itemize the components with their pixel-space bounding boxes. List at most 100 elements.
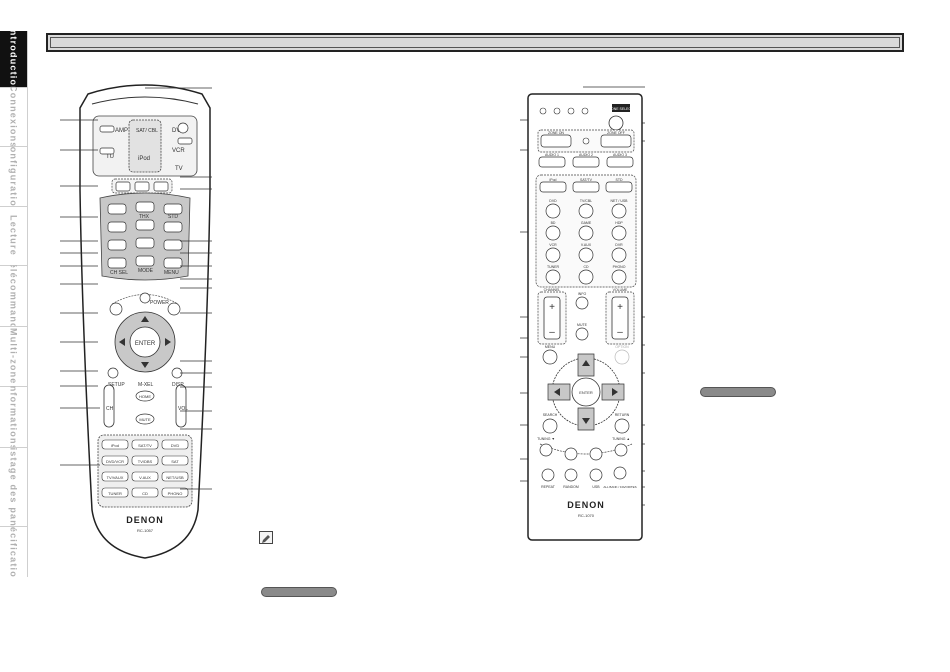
audio3-button[interactable] [606, 156, 634, 168]
key-c-button[interactable] [163, 203, 183, 215]
vol-rocker[interactable] [175, 384, 187, 428]
input-vaux-button[interactable] [131, 471, 159, 482]
on-button[interactable] [109, 302, 123, 316]
return-button[interactable] [614, 418, 630, 434]
key-g-button[interactable] [107, 239, 127, 251]
tab-depistage[interactable]: Dépistage des pannes [0, 447, 27, 527]
input-netusb-button[interactable] [161, 471, 189, 482]
amp-button[interactable] [99, 125, 115, 133]
audio2-label: AUDIO 2 [579, 153, 593, 157]
tab-label: Multi-zone [8, 327, 19, 385]
vol-plus-icon: + [617, 302, 623, 313]
input-phono-button[interactable] [161, 487, 189, 498]
preset-2-button[interactable] [134, 181, 150, 192]
audio2-button[interactable] [572, 156, 600, 168]
tu-button[interactable] [99, 147, 115, 155]
tab-multizone[interactable]: Multi-zone [0, 326, 27, 387]
key-e-button[interactable] [135, 219, 155, 231]
tab-label: Informations [8, 386, 19, 448]
preset-1-button[interactable] [115, 181, 131, 192]
sattv-key-button[interactable] [572, 181, 600, 193]
mode-button[interactable] [135, 255, 155, 267]
vcr-label: VCR [172, 148, 185, 154]
search-button[interactable] [542, 418, 558, 434]
key-h-button[interactable] [135, 237, 155, 249]
tab-specifications[interactable]: Spécifications [0, 526, 27, 577]
random-button[interactable] [564, 468, 578, 482]
enter-button[interactable] [571, 377, 601, 407]
play-pause-button[interactable] [564, 447, 578, 461]
enter-button[interactable] [129, 326, 161, 358]
zone-off-button[interactable] [600, 134, 632, 148]
ch-rocker[interactable] [103, 384, 115, 428]
bd-key-button[interactable] [545, 225, 561, 241]
tab-lecture[interactable]: Lecture [0, 206, 27, 266]
netusb-key-button[interactable] [611, 203, 627, 219]
channel-rocker[interactable] [543, 296, 561, 340]
audio1-button[interactable] [538, 156, 566, 168]
game-key-button[interactable] [578, 225, 594, 241]
phono-key-button[interactable] [611, 269, 627, 285]
mute-button[interactable] [575, 327, 589, 341]
key-b-button[interactable] [135, 201, 155, 213]
off-button[interactable] [167, 302, 181, 316]
disp-label: DISP [172, 382, 184, 388]
key-a-button[interactable] [107, 203, 127, 215]
input-tuner-button[interactable] [101, 487, 129, 498]
tab-introduction[interactable]: Introduction [0, 31, 27, 88]
tab-informations[interactable]: Informations [0, 386, 27, 448]
vcr-button[interactable] [177, 137, 193, 145]
mute-button[interactable] [135, 413, 155, 425]
skip-back-button[interactable] [539, 443, 553, 457]
option-button[interactable] [614, 349, 630, 365]
mute-label: MUTE [577, 323, 588, 327]
input-tvdbs-button[interactable] [131, 455, 159, 466]
std-key-button[interactable] [605, 181, 633, 193]
input-cd-button[interactable] [131, 487, 159, 498]
dvr-key-button[interactable] [611, 247, 627, 263]
setup-button[interactable] [107, 367, 119, 379]
dvd-key-button[interactable] [545, 203, 561, 219]
tab-telecommande[interactable]: Télécommande [0, 265, 27, 327]
ch-sel-button[interactable] [107, 257, 127, 269]
hdp-key-button[interactable] [611, 225, 627, 241]
menu-button[interactable] [542, 349, 558, 365]
menu-button[interactable] [163, 257, 183, 269]
tab-connexions[interactable]: Connexions [0, 87, 27, 147]
info-button[interactable] [575, 296, 589, 310]
repeat-button[interactable] [541, 468, 555, 482]
tvcbl-key-button[interactable] [578, 203, 594, 219]
skip-forward-button[interactable] [614, 443, 628, 457]
input-tvvaux-button[interactable] [101, 471, 129, 482]
menu-label: MENU [164, 270, 179, 276]
tab-configuration[interactable]: Configuration [0, 146, 27, 207]
cursor-arrow-buttons[interactable] [547, 353, 625, 431]
vcr-key-button[interactable] [545, 247, 561, 263]
input-dvdvcr-button[interactable] [101, 455, 129, 466]
v-aux-label: V.AUX [139, 475, 151, 480]
m-xel-label: M-XEL [138, 382, 154, 388]
dvd-button[interactable] [177, 122, 189, 134]
key-i-button[interactable] [163, 239, 183, 251]
volume-rocker[interactable] [611, 296, 629, 340]
all-bank-button[interactable] [613, 466, 627, 480]
input-dvd-button[interactable] [161, 439, 189, 450]
ipod-key-button[interactable] [539, 181, 567, 193]
key-f-button[interactable] [163, 221, 183, 233]
input-sat-button[interactable] [161, 455, 189, 466]
tuner-key-button[interactable] [545, 269, 561, 285]
home-button[interactable] [135, 390, 155, 402]
zone-on-button[interactable] [540, 134, 572, 148]
cd-key-button[interactable] [578, 269, 594, 285]
power-button[interactable] [139, 292, 151, 304]
vaux-key-button[interactable] [578, 247, 594, 263]
tvcbl-key-label: TV/CBL [580, 199, 592, 203]
usb-button[interactable] [589, 468, 603, 482]
stop-button[interactable] [589, 447, 603, 461]
preset-3-button[interactable] [153, 181, 169, 192]
key-d-button[interactable] [107, 221, 127, 233]
tv-vaux-label: TV/VAUX [107, 475, 124, 480]
zone-power-button[interactable] [608, 115, 624, 131]
input-ipod-button[interactable] [101, 439, 129, 450]
input-sattv-button[interactable] [131, 439, 159, 450]
